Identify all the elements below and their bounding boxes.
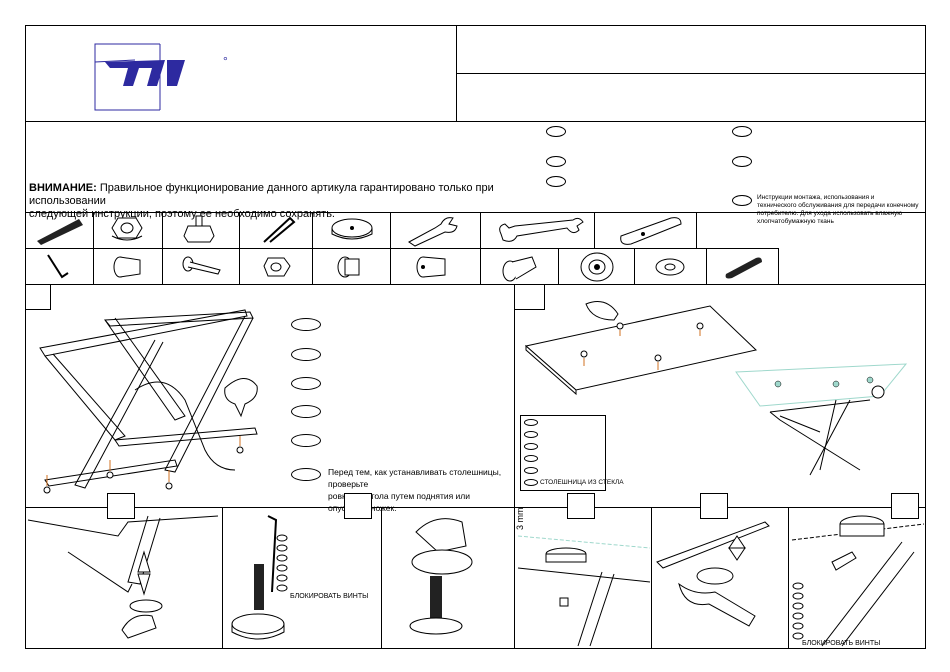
hex-nut-icon [263, 257, 291, 277]
step-4-number-box [344, 493, 372, 519]
legend-oval-5 [524, 467, 538, 474]
warning-line1: Правильное функционирование данного арти… [29, 182, 494, 207]
long-bolt-icon [182, 256, 221, 275]
legend-glass-label: СТОЛЕШНИЦА ИЗ СТЕКЛА [540, 479, 624, 486]
logo-mark-icon [94, 43, 185, 111]
company-logo: ° [94, 42, 228, 112]
warning-text: ВНИМАНИЕ: Правильное функционирование да… [29, 182, 549, 221]
manual-note-line2: технического обслуживания для передачи к… [757, 202, 919, 209]
adjust-foot-icon [183, 215, 215, 243]
disc-plate-icon [331, 218, 373, 240]
step-8-panel [788, 507, 926, 649]
step-7-number-box [891, 493, 919, 519]
header-title-cell [456, 25, 926, 74]
open-wrench-icon [408, 217, 458, 247]
header-logo-cell [25, 25, 457, 122]
allen-key-small-icon [47, 254, 69, 279]
step-5-number-box [567, 493, 595, 519]
double-wrench-icon [499, 217, 584, 242]
step1-part-oval-3 [291, 377, 321, 390]
allen-key-icon [263, 216, 296, 243]
glass-top-illustration [524, 301, 908, 476]
manual-note-line1: Инструкции монтажа, использования и [757, 194, 875, 201]
step1-part-oval-4 [291, 405, 321, 418]
care-symbol-1 [546, 126, 566, 137]
step-2-number-box [514, 284, 545, 310]
cap-nut-icon [337, 256, 360, 278]
legend-oval-6 [524, 479, 538, 486]
step1-part-oval-5 [291, 434, 321, 447]
legend-oval-2 [524, 431, 538, 438]
flange-nut-icon [111, 217, 143, 241]
tube-spanner-icon [620, 217, 682, 245]
manual-note-line3: потребителю. Для ухода использовать влаж… [757, 210, 903, 217]
step-1-number-box [25, 284, 51, 310]
manual-note-line4: хлопчатобумажную ткань [757, 218, 834, 225]
care-symbol-4 [732, 126, 752, 137]
legend-oval-1 [524, 419, 538, 426]
warning-line2: следующей инструкции, поэтому ее необход… [29, 208, 335, 220]
step-6-number-box [700, 493, 728, 519]
height-gap-illustration [517, 535, 651, 647]
warning-label: ВНИМАНИЕ: [29, 182, 97, 194]
barrel-nut-icon [113, 256, 141, 278]
step1-part-oval-2 [291, 348, 321, 361]
legend-oval-4 [524, 455, 538, 462]
threaded-rod-icon [725, 257, 762, 279]
table-frame-illustration [39, 309, 258, 494]
step-3-number-box [107, 493, 135, 519]
legend-oval-3 [524, 443, 538, 450]
barrel-connector-icon [416, 256, 446, 278]
care-symbol-5 [732, 156, 752, 167]
screw-long-icon [37, 219, 83, 245]
suction-lock-illustration [791, 515, 925, 647]
manual-symbol [732, 195, 752, 206]
leg-adjust-illustration [27, 515, 219, 639]
top-level-illustration [656, 521, 770, 627]
step4-lock-label: БЛОКИРОВАТЬ ВИНТЫ [290, 593, 369, 600]
step6-dimension-label: 3 mm [515, 507, 525, 531]
washer-icon [655, 258, 685, 276]
step1-part-oval-1 [291, 318, 321, 331]
manual-note: Инструкции монтажа, использования и техн… [757, 194, 927, 226]
step1-part-oval-6 [291, 468, 321, 481]
logo-registered-mark: ° [223, 54, 228, 68]
header-subtitle-cell [456, 73, 926, 122]
step8-lock-label: БЛОКИРОВАТЬ ВИНТЫ [802, 640, 881, 647]
disc-screw-illustration [409, 518, 473, 635]
suction-cup-icon [580, 252, 614, 282]
sleeve-bolt-icon [502, 256, 537, 282]
step2-legend [520, 415, 606, 491]
care-symbol-2 [546, 156, 566, 167]
care-symbol-3 [546, 176, 566, 187]
rod-screw-illustration [231, 515, 288, 640]
step1-note-line1: Перед тем, как устанавливать столешницы,… [328, 467, 502, 489]
